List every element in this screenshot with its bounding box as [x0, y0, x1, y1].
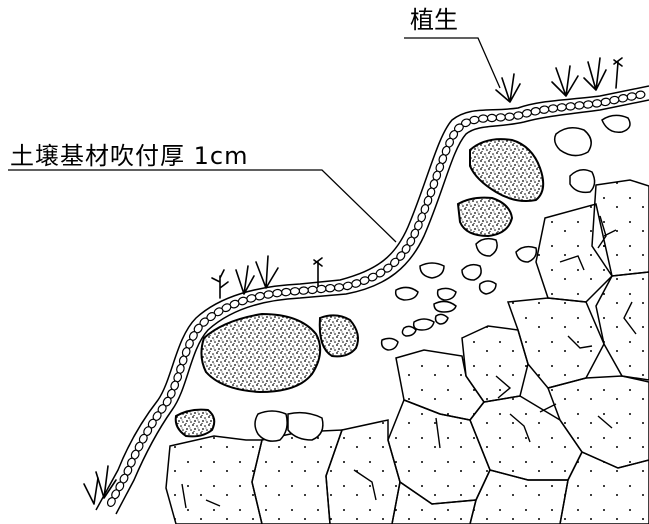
speckled-boulders — [174, 138, 545, 438]
cobble — [106, 497, 116, 507]
cobble — [280, 287, 292, 297]
soil-layer-label: 土壌基材吹付厚 1cm — [10, 142, 249, 170]
cobble — [530, 107, 541, 116]
cobble — [486, 113, 498, 123]
cobble — [565, 102, 576, 111]
cobble — [539, 105, 550, 114]
vegetation-tufts — [83, 57, 623, 505]
soil-layer-inner-edge — [115, 99, 649, 515]
cobble — [324, 283, 336, 293]
cobble — [574, 101, 585, 110]
flower-plant-icon — [613, 57, 623, 89]
cobble — [626, 92, 637, 101]
cobble — [298, 286, 309, 295]
cobble — [609, 95, 620, 105]
cobble — [591, 99, 603, 108]
bedrock-blocks — [165, 179, 649, 524]
soil-layer-cobbles — [106, 90, 646, 507]
cobble — [477, 114, 489, 123]
cobble — [272, 288, 283, 298]
grass-tuft-icon — [495, 73, 521, 103]
cobble — [600, 97, 611, 107]
cobble — [263, 290, 274, 299]
sprig-plant-icon — [211, 269, 229, 299]
grass-tuft-icon — [551, 65, 579, 97]
cobble — [582, 100, 594, 109]
grass-tuft-icon — [235, 265, 255, 295]
cobble — [556, 103, 567, 112]
vegetation-label: 植生 — [410, 6, 458, 34]
cobble — [333, 283, 345, 292]
grass-tuft-icon — [583, 57, 607, 91]
cobble — [307, 285, 318, 295]
cobble — [635, 90, 646, 100]
grass-tuft-icon — [95, 465, 117, 499]
leader-lines — [8, 37, 501, 243]
soil-layer-leader-line — [8, 169, 397, 243]
cobble — [504, 112, 515, 121]
soil-layer-band — [95, 85, 649, 515]
bedrock-cracks — [181, 215, 637, 509]
flower-plant-icon — [313, 257, 323, 287]
cobble — [495, 113, 506, 122]
cobble — [547, 104, 559, 113]
soil-layer-outer-edge — [95, 85, 649, 511]
pebbles — [254, 114, 631, 442]
grass-tuft-icon — [83, 477, 99, 505]
cobble — [617, 94, 629, 103]
cobble — [289, 287, 301, 296]
cobble — [513, 111, 524, 120]
vegetation-leader-line — [404, 37, 501, 89]
grass-tuft-icon — [255, 255, 279, 289]
